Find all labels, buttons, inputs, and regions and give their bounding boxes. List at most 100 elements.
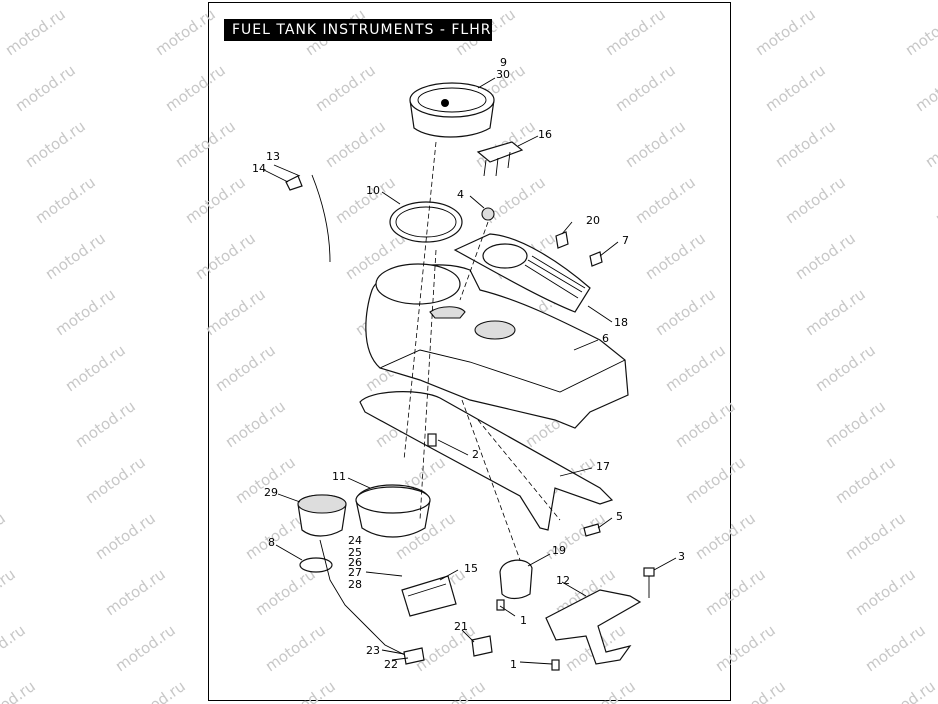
watermark-text: motod.ru: [32, 173, 99, 227]
watermark-text: motod.ru: [0, 0, 59, 3]
callout-2: 2: [472, 448, 479, 461]
watermark-text: motod.ru: [772, 117, 839, 171]
watermark-text: motod.ru: [862, 621, 929, 675]
watermark-text: motod.ru: [52, 285, 119, 339]
callout-4: 4: [457, 188, 464, 201]
callout-3: 3: [678, 550, 685, 563]
watermark-text: motod.ru: [322, 117, 389, 171]
callout-19: 19: [552, 544, 566, 557]
watermark-text: motod.ru: [662, 341, 729, 395]
callout-21: 21: [454, 620, 468, 633]
watermark-text: motod.ru: [0, 677, 39, 704]
watermark-text: motod.ru: [102, 565, 169, 619]
watermark-text: motod.ru: [0, 509, 9, 563]
watermark-text: motod.ru: [912, 61, 938, 115]
callout-23: 23: [366, 644, 380, 657]
callout-6: 6: [602, 332, 609, 345]
watermark-text: motod.ru: [822, 397, 889, 451]
callout-1b: 1: [510, 658, 517, 671]
watermark-text: motod.ru: [842, 509, 909, 563]
callout-9: 9: [500, 56, 507, 69]
console-top-plate: [453, 233, 591, 313]
watermark-text: motod.ru: [22, 117, 89, 171]
lamp-socket: [285, 175, 303, 191]
watermark-text: motod.ru: [762, 61, 829, 115]
watermark-text: motod.ru: [742, 0, 809, 3]
callout-24: 24: [348, 534, 362, 547]
wire-harness: [319, 539, 406, 656]
callout-25: 25: [348, 546, 362, 559]
watermark-text: motod.ru: [572, 677, 639, 704]
fuel-gauge: [297, 494, 347, 537]
speedometer-gauge: [409, 82, 495, 138]
watermark-text: motod.ru: [112, 621, 179, 675]
watermark-text: motod.ru: [892, 0, 938, 3]
watermark-text: motod.ru: [622, 117, 689, 171]
callout-8: 8: [268, 536, 275, 549]
watermark-text: motod.ru: [0, 621, 29, 675]
watermark-text: motod.ru: [212, 341, 279, 395]
watermark-text: motod.ru: [172, 117, 239, 171]
callout-10: 10: [366, 184, 380, 197]
o-ring: [299, 557, 333, 573]
watermark-text: motod.ru: [202, 285, 269, 339]
bezel-ring: [389, 201, 463, 243]
gauge-cup: [355, 484, 431, 538]
screw-1b: [551, 659, 560, 671]
watermark-text: motod.ru: [682, 453, 749, 507]
watermark-text: motod.ru: [272, 677, 339, 704]
clip-20: [555, 231, 569, 249]
callout-29: 29: [264, 486, 278, 499]
watermark-text: motod.ru: [722, 677, 789, 704]
callout-28: 28: [348, 578, 362, 591]
callout-12: 12: [556, 574, 570, 587]
watermark-text: motod.ru: [692, 509, 759, 563]
watermark-text: motod.ru: [242, 509, 309, 563]
watermark-text: motod.ru: [612, 61, 679, 115]
watermark-text: motod.ru: [832, 453, 899, 507]
watermark-text: motod.ru: [702, 565, 769, 619]
console-housing: [365, 263, 629, 429]
watermark-text: motod.ru: [82, 453, 149, 507]
watermark-text: motod.ru: [652, 285, 719, 339]
watermark-text: motod.ru: [252, 565, 319, 619]
watermark-text: motod.ru: [812, 341, 879, 395]
watermark-text: motod.ru: [332, 173, 399, 227]
callout-26: 26: [348, 556, 362, 569]
watermark-text: motod.ru: [0, 565, 19, 619]
watermark-text: motod.ru: [232, 453, 299, 507]
screw-2: [427, 433, 437, 447]
watermark-text: motod.ru: [712, 621, 779, 675]
watermark-text: motod.ru: [2, 5, 69, 59]
callout-20: 20: [586, 214, 600, 227]
watermark-text: motod.ru: [262, 621, 329, 675]
watermark-text: motod.ru: [442, 0, 509, 3]
indicator-lens: [476, 141, 524, 177]
watermark-text: motod.ru: [192, 229, 259, 283]
callout-30: 30: [496, 68, 510, 81]
watermark-text: motod.ru: [422, 677, 489, 704]
clip-21: [471, 635, 493, 657]
watermark-text: motod.ru: [642, 229, 709, 283]
watermark-text: motod.ru: [292, 0, 359, 3]
watermark-text: motod.ru: [792, 229, 859, 283]
watermark-text: motod.ru: [72, 397, 139, 451]
watermark-text: motod.ru: [152, 5, 219, 59]
gasket-seal: [359, 391, 614, 531]
bolt: [643, 567, 655, 598]
watermark-text: motod.ru: [162, 61, 229, 115]
mounting-bracket: [545, 589, 642, 665]
callout-5: 5: [616, 510, 623, 523]
clip-7: [589, 251, 603, 267]
relay-module: [499, 559, 533, 600]
watermark-text: motod.ru: [932, 173, 938, 227]
watermark-text: motod.ru: [62, 341, 129, 395]
callout-1a: 1: [520, 614, 527, 627]
watermark-text: motod.ru: [222, 397, 289, 451]
watermark-text: motod.ru: [902, 5, 938, 59]
diagram-title: FUEL TANK INSTRUMENTS - FLHRS: [224, 19, 500, 41]
callout-13: 13: [266, 150, 280, 163]
callout-27: 27: [348, 566, 362, 579]
clip-5: [583, 523, 601, 537]
callout-7: 7: [622, 234, 629, 247]
